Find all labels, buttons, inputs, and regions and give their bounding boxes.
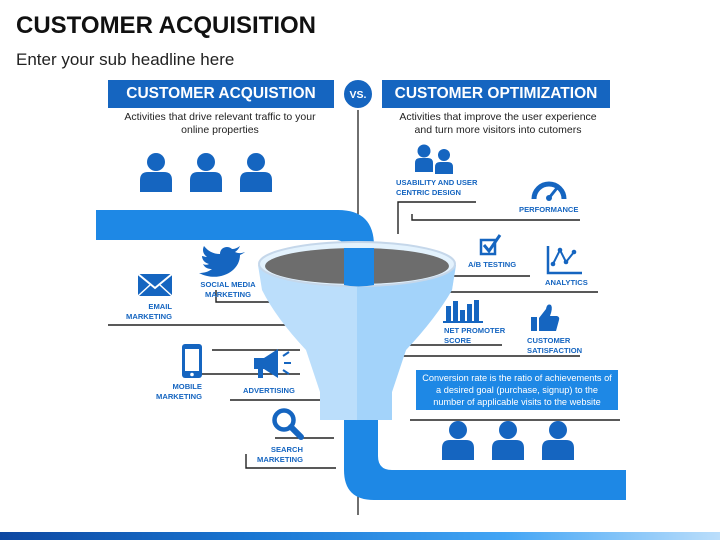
label-line: MARKETING [257,455,303,464]
acquisition-connectors [108,290,336,469]
optimization-description-line: and turn more visitors into cutomers [414,124,582,136]
optimization-description-line: Activities that improve the user experie… [399,111,597,123]
converted-people [442,421,574,460]
acquisition-people [140,153,272,192]
label-line: CENTRIC DESIGN [396,188,461,197]
person-icon [190,153,222,192]
twitter-bird-icon [199,246,245,277]
satisfaction-label: CUSTOMER SATISFACTION [527,336,582,356]
label-line: SCORE [444,336,472,345]
smartphone-icon [182,344,202,378]
label-line: SOCIAL MEDIA [200,280,256,289]
advertising-label: ADVERTISING [243,386,295,395]
person-icon [442,421,474,460]
speedometer-icon [531,181,567,201]
magnifier-icon [272,408,304,440]
acquisition-description-line: online properties [181,124,259,136]
entry-pipe-inside [344,248,374,287]
analytics-label: ANALYTICS [545,278,588,287]
acquisition-description: Activities that drive relevant traffic t… [100,111,340,137]
label-line: USABILITY AND USER [396,178,478,187]
label-line: SEARCH [270,445,303,454]
performance-label: PERFORMANCE [519,205,579,214]
conversion-note-line: a desired goal (purchase, signup) to the [436,385,598,395]
page-subtitle: Enter your sub headline here [16,50,235,69]
vs-badge [342,78,374,110]
label-line: NET PROMOTER [444,326,506,335]
acquisition-description-line: Activities that drive relevant traffic t… [124,111,316,123]
label-line: MARKETING [156,392,202,401]
optimization-heading: CUSTOMER OPTIMIZATION [382,80,610,108]
person-icon [492,421,524,460]
vs-label: VS. [350,89,367,101]
label-line: MARKETING [205,290,251,299]
checkbox-icon [479,234,502,256]
person-icon [542,421,574,460]
conversion-note-line: Conversion rate is the ratio of achievem… [422,373,612,383]
users-icon [415,144,453,174]
label-line: SATISFACTION [527,346,583,355]
person-icon [140,153,172,192]
line-chart-icon [546,246,582,275]
ab-testing-label: A/B TESTING [468,260,517,269]
search-marketing-label: SEARCH MARKETING [240,445,303,465]
megaphone-icon [254,349,291,378]
label-line: CUSTOMER [527,336,571,345]
exit-pipe [344,420,626,500]
usability-label: USABILITY AND USER CENTRIC DESIGN [396,178,477,198]
footer-gradient-bar [0,532,720,540]
bar-chart-icon [443,300,483,323]
label-line: EMAIL [148,302,172,311]
page-title: CUSTOMER ACQUISITION [16,12,317,39]
email-marketing-label: EMAIL MARKETING [112,302,172,322]
mobile-marketing-label: MOBILE MARKETING [140,382,202,402]
acquisition-heading: CUSTOMER ACQUISTION [108,80,334,108]
social-media-label: SOCIAL MEDIA MARKETING [196,280,260,300]
label-line: MARKETING [126,312,172,321]
thumbs-up-icon [531,304,560,331]
optimization-description: Activities that improve the user experie… [378,111,618,137]
nps-label: NET PROMOTER SCORE [444,326,505,346]
envelope-icon [137,273,173,297]
label-line: MOBILE [172,382,202,391]
conversion-note-line: number of applicable visits to the websi… [433,397,601,407]
entry-pipe [96,210,374,288]
funnel-shade [357,265,456,420]
conversion-note: Conversion rate is the ratio of achievem… [416,370,618,410]
person-icon [240,153,272,192]
